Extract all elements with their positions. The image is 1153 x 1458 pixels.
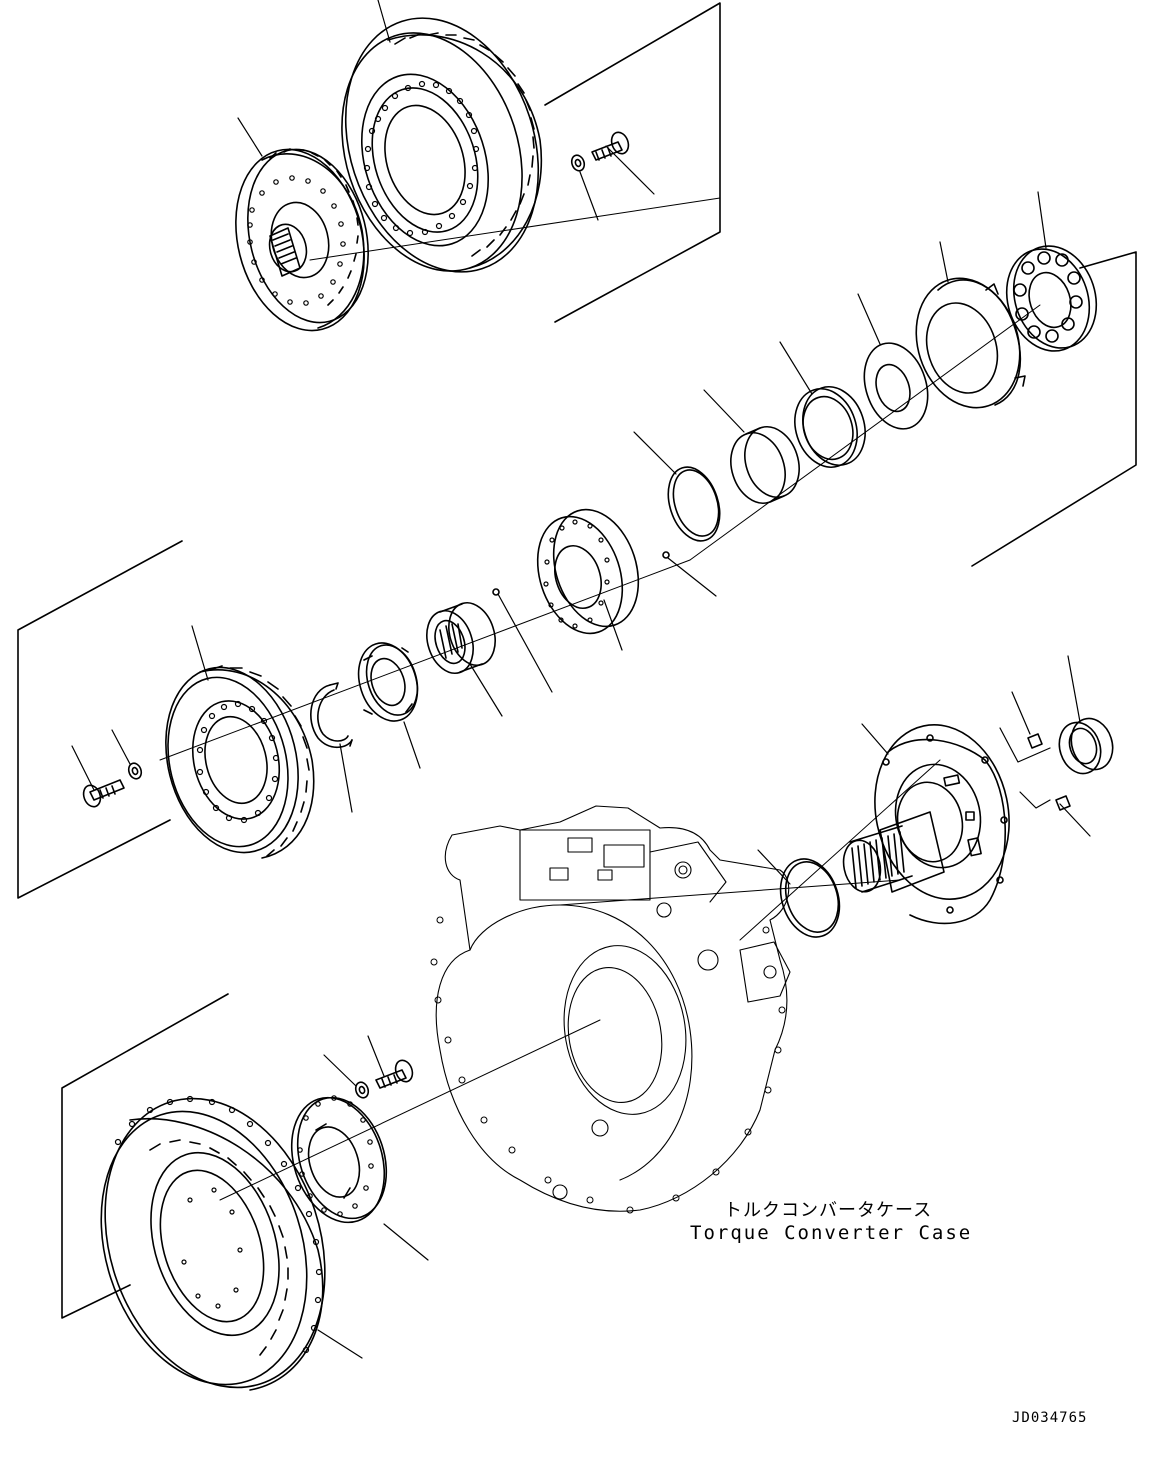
oneway-clutch-ring	[357, 642, 419, 722]
snap-ring-left	[310, 682, 353, 749]
group-frame-bottom-left	[61, 993, 229, 1319]
bolt-bottom	[375, 1059, 414, 1089]
turbine-wheel-top	[341, 17, 543, 273]
dowel-pins-right	[1027, 733, 1071, 811]
bolt-top	[591, 131, 630, 161]
torque-converter-case	[430, 805, 791, 1214]
o-ring-right	[779, 858, 841, 938]
ball-small	[492, 551, 670, 596]
output-shaft-assembly	[842, 724, 1010, 925]
case-label-japanese: トルクコンバータケース	[724, 1200, 933, 1221]
stator-hub-housing	[536, 508, 640, 635]
turbine-hub	[235, 148, 369, 332]
washer-middle-left	[127, 762, 143, 780]
snap-ring-mid	[667, 466, 721, 542]
thrust-washer-right	[863, 342, 929, 430]
group-frame-middle-left	[17, 540, 183, 899]
stator-plate-right	[915, 277, 1026, 409]
group-frame-top	[544, 2, 721, 323]
center-lines	[159, 197, 1041, 1201]
group-frame-right	[971, 251, 1137, 567]
washer-bottom	[354, 1081, 370, 1099]
oil-seal-ring	[794, 386, 866, 468]
oil-seal-right	[1058, 717, 1114, 775]
stator-wheel-left	[165, 665, 315, 859]
case-label-english: Torque Converter Case	[690, 1222, 973, 1244]
pump-drive-plate	[290, 1095, 388, 1224]
leader-lines	[71, 0, 1091, 1359]
drawing-id: JD034765	[1012, 1410, 1088, 1426]
roller-bearing	[426, 602, 496, 674]
sleeve-ring	[730, 426, 800, 504]
washer-top	[570, 154, 586, 172]
bearing-retainer-right	[1005, 245, 1098, 352]
impeller-wheel	[100, 1095, 326, 1391]
bolt-middle-left	[82, 779, 125, 808]
